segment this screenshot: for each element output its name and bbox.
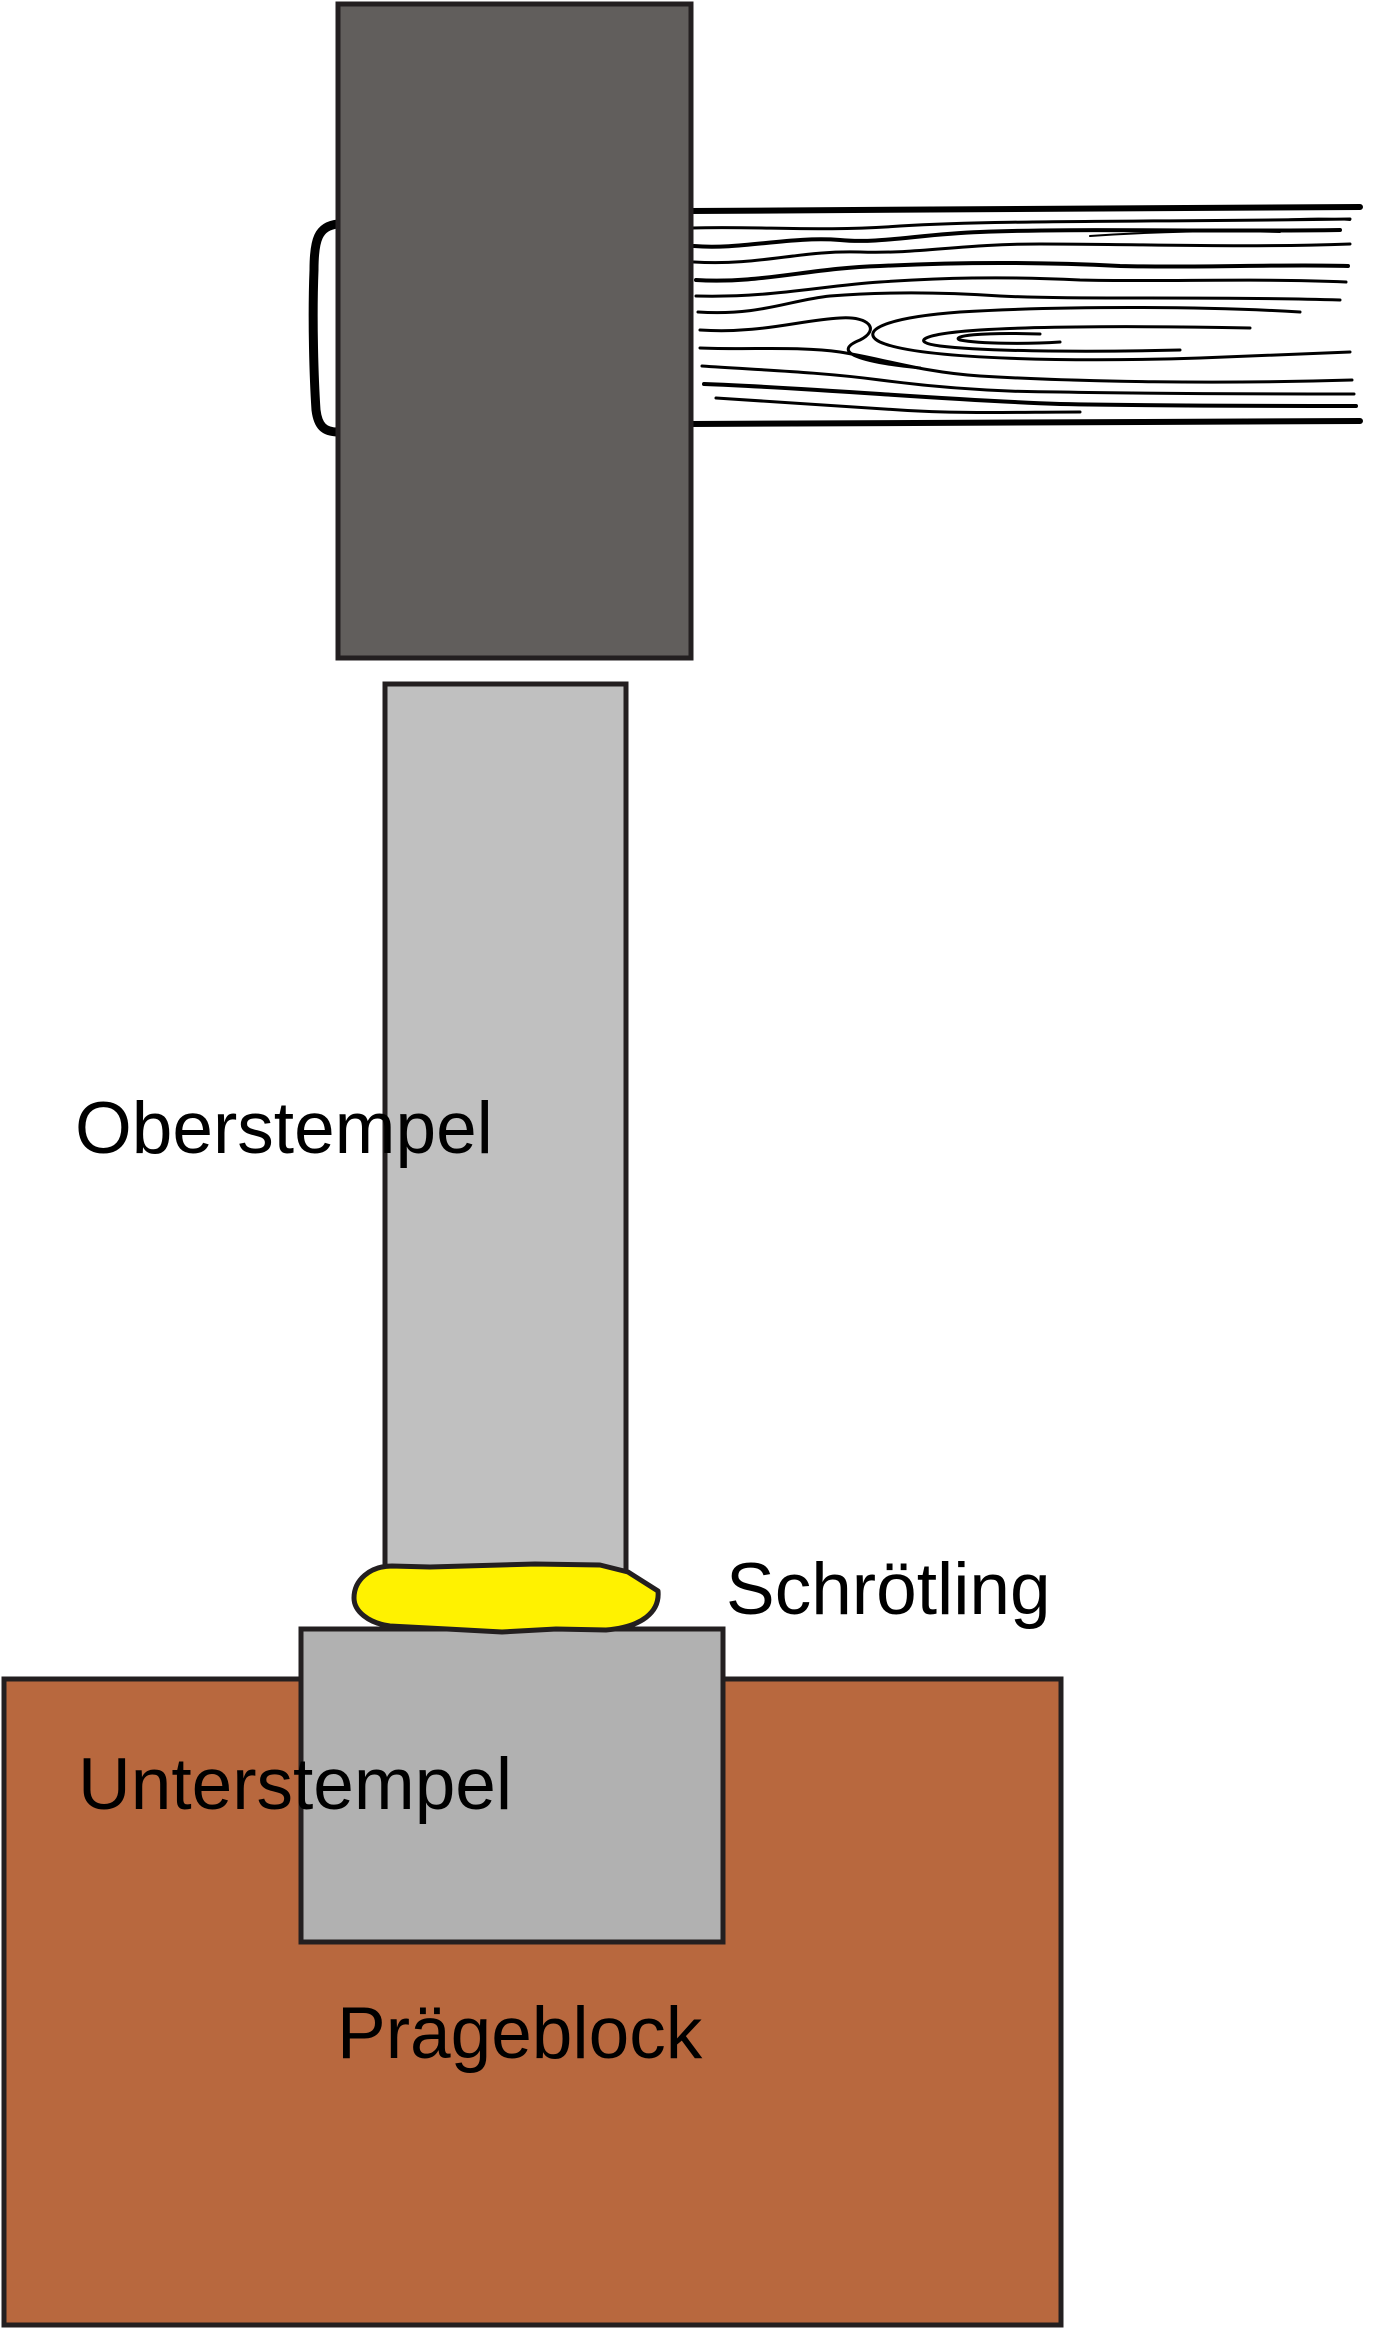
hammer-handle [687,204,1363,427]
label-blank: Schrötling [726,1549,1051,1630]
wood-grain-line [692,228,1342,249]
wood-grain-line [694,276,1348,298]
wood-grain-line [714,396,1082,414]
lower-die [298,1626,726,1945]
label-anvil-block: Prägeblock [337,1993,703,2074]
wood-grain-line [696,291,1342,315]
wood-grain-line [1089,230,1281,237]
wood-grain-line [690,217,1352,231]
wood-grain-line [1279,217,1351,221]
label-lower-die: Unterstempel [78,1744,512,1825]
wood-grain-line [698,346,1354,384]
wood-knot-outer [871,306,1352,362]
blank-coin [351,1561,661,1635]
hammer-wedge [308,219,343,437]
wood-grain-line [692,242,1352,265]
wood-knot-core [956,331,1062,345]
handle-top-edge [687,204,1363,214]
wood-grain-line [700,364,1356,396]
wood-grain-line [698,316,922,370]
wood-knot-inner [922,325,1252,353]
hammer-head [335,1,694,661]
wood-grain-line [694,261,1350,283]
handle-bottom-edge [687,418,1363,427]
wood-grain-line [702,382,1358,408]
label-upper-die: Oberstempel [75,1088,493,1169]
upper-die [382,681,629,1585]
